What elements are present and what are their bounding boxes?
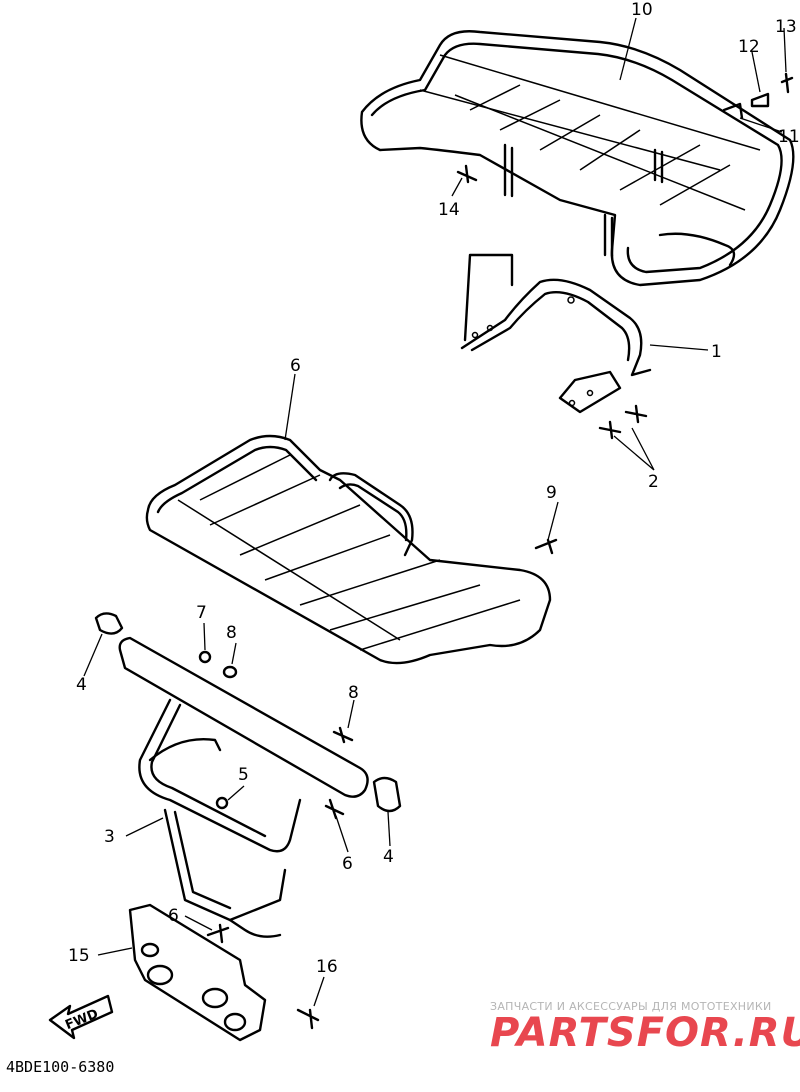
callout-16: 14 xyxy=(438,200,460,220)
fasteners xyxy=(94,72,794,1030)
callout-labels: 10 13 12 11 14 1 2 6 9 4 7 8 8 5 3 4 6 6… xyxy=(68,0,800,977)
callout-5: 5 xyxy=(238,765,249,785)
callout-4-right: 4 xyxy=(383,847,394,867)
skid-plate xyxy=(128,903,267,1042)
callout-10: 8 xyxy=(226,623,237,643)
callout-6-right: 6 xyxy=(342,854,353,874)
callout-15: 13 xyxy=(775,17,797,37)
callout-11: 9 xyxy=(546,483,557,503)
rear-bracket xyxy=(460,253,652,414)
leader-lines xyxy=(83,17,787,1007)
callout-2: 2 xyxy=(648,472,659,492)
callout-9: 7 xyxy=(196,603,207,623)
callout-17: 15 xyxy=(68,946,90,966)
callout-1: 1 xyxy=(711,342,722,362)
watermark-brand: PARTSFOR.RU xyxy=(490,1010,800,1056)
watermark-tagline: ЗАПЧАСТИ И АКСЕССУАРЫ ДЛЯ МОТОТЕХНИКИ xyxy=(490,1000,772,1013)
callout-7: 6 xyxy=(290,356,301,376)
callout-12: 10 xyxy=(631,0,653,20)
drawing-code: 4BDE100-6380 xyxy=(6,1058,114,1076)
callout-4-left: 4 xyxy=(76,675,87,695)
callout-6-left: 6 xyxy=(168,906,179,926)
rear-carrier xyxy=(360,30,795,287)
forward-arrow: FWD xyxy=(48,994,114,1040)
callout-13: 11 xyxy=(778,127,800,147)
watermark: ЗАПЧАСТИ И АКСЕССУАРЫ ДЛЯ МОТОТЕХНИКИ PA… xyxy=(490,1000,800,1056)
callout-18: 16 xyxy=(316,957,338,977)
callout-8: 8 xyxy=(348,683,359,703)
front-guard xyxy=(118,636,369,938)
front-carrier xyxy=(145,434,552,665)
callout-14: 12 xyxy=(738,37,760,57)
callout-3: 3 xyxy=(104,827,115,847)
